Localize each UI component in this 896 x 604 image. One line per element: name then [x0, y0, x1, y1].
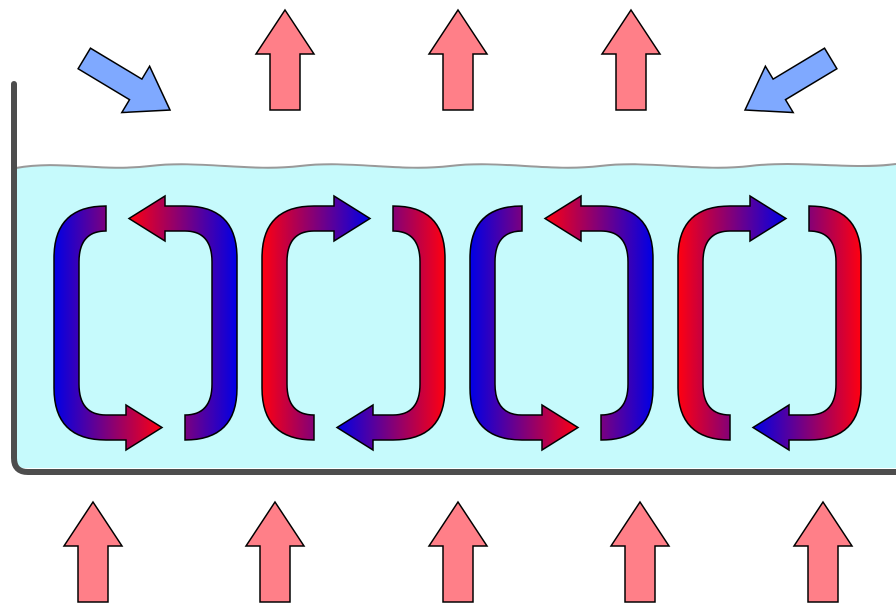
heat-in-arrow-icon: [792, 500, 854, 603]
convection-cell-left-arrow-icon: [53, 205, 164, 452]
heat-in-arrow-icon: [244, 500, 306, 603]
convection-cell-left-arrow-icon: [261, 194, 372, 441]
heat-in-arrow-icon: [427, 500, 489, 603]
water-surface: [15, 163, 896, 169]
convection-cell-right-arrow-icon: [335, 205, 446, 452]
convection-cells: [53, 194, 862, 452]
convection-cell-right-arrow-icon: [543, 194, 654, 441]
convection-cell-left-arrow-icon: [469, 205, 580, 452]
heat-out-arrow-icon: [600, 8, 662, 111]
convection-cell-right-arrow-icon: [751, 205, 862, 452]
heat-out-arrow-icon: [427, 8, 489, 111]
cold-air-in-arrow-icon: [77, 47, 172, 114]
heat-in-arrow-icon: [609, 500, 671, 603]
heat-arrows: [62, 8, 854, 603]
cold-air-in-arrow-icon: [743, 47, 838, 114]
heat-out-arrow-icon: [254, 8, 316, 111]
convection-cell-right-arrow-icon: [127, 194, 238, 441]
convection-cell-left-arrow-icon: [677, 194, 788, 441]
heat-in-arrow-icon: [62, 500, 124, 603]
container: [11, 81, 896, 475]
